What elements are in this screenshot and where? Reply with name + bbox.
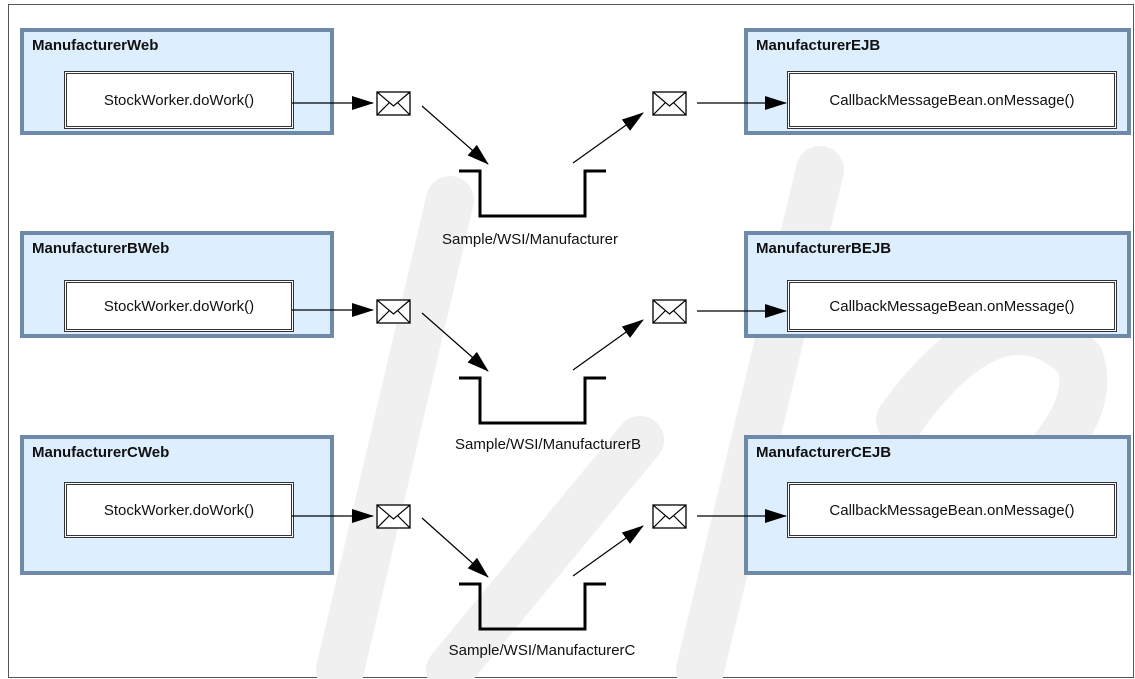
queue-label: Sample/WSI/ManufacturerB xyxy=(455,436,641,453)
receiver-container-1: ManufacturerEJB CallbackMessageBean.onMe… xyxy=(744,28,1131,135)
sender-method-box: StockWorker.doWork() xyxy=(64,482,294,538)
queue-icon xyxy=(459,582,606,631)
envelope-icon xyxy=(376,91,411,116)
sender-container-1: ManufacturerWeb StockWorker.doWork() xyxy=(20,28,334,135)
queue-label: Sample/WSI/ManufacturerC xyxy=(448,642,636,659)
enqueue-arrow xyxy=(421,105,489,165)
queue-icon xyxy=(459,376,606,425)
envelope-icon xyxy=(376,299,411,324)
receiver-container-3: ManufacturerCEJB CallbackMessageBean.onM… xyxy=(744,435,1131,575)
sender-title: ManufacturerBWeb xyxy=(32,240,170,257)
receiver-title: ManufacturerBEJB xyxy=(756,240,892,257)
receiver-container-2: ManufacturerBEJB CallbackMessageBean.onM… xyxy=(744,231,1131,338)
receiver-method-box: CallbackMessageBean.onMessage() xyxy=(787,71,1117,129)
sender-method-box: StockWorker.doWork() xyxy=(64,71,294,129)
dequeue-arrow xyxy=(572,319,644,371)
sender-title: ManufacturerCWeb xyxy=(32,444,170,461)
sender-container-2: ManufacturerBWeb StockWorker.doWork() xyxy=(20,231,334,338)
envelope-icon xyxy=(652,504,687,529)
receiver-title: ManufacturerCEJB xyxy=(756,444,892,461)
receiver-title: ManufacturerEJB xyxy=(756,37,881,54)
envelope-icon xyxy=(652,91,687,116)
receiver-method-box: CallbackMessageBean.onMessage() xyxy=(787,280,1117,332)
queue-icon xyxy=(459,169,606,218)
sender-title: ManufacturerWeb xyxy=(32,37,159,54)
enqueue-arrow xyxy=(421,312,489,372)
receiver-method-box: CallbackMessageBean.onMessage() xyxy=(787,482,1117,538)
envelope-icon xyxy=(376,504,411,529)
dequeue-arrow xyxy=(572,112,644,164)
enqueue-arrow xyxy=(421,517,489,578)
sender-container-3: ManufacturerCWeb StockWorker.doWork() xyxy=(20,435,334,575)
envelope-icon xyxy=(652,299,687,324)
dequeue-arrow xyxy=(572,525,644,577)
sender-method-box: StockWorker.doWork() xyxy=(64,280,294,332)
queue-label: Sample/WSI/Manufacturer xyxy=(442,231,618,248)
